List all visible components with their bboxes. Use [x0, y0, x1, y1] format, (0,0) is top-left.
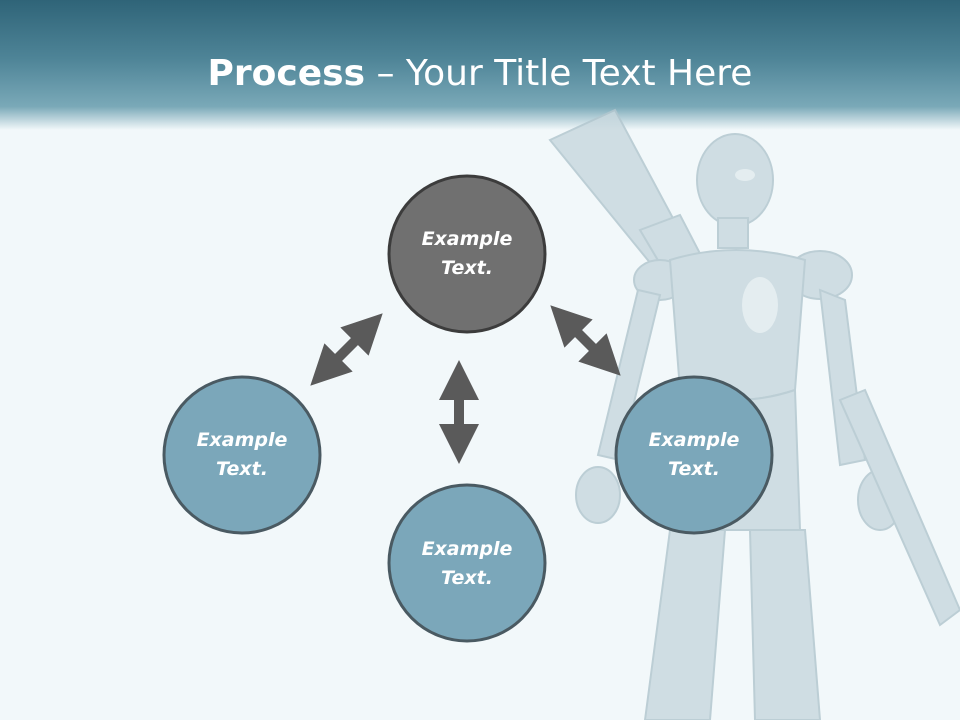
node-left-line2: Text. — [216, 458, 268, 480]
node-top-line1: Example — [421, 228, 513, 250]
title-bar — [0, 0, 960, 130]
node-bottom-circle — [387, 483, 547, 643]
arrow-top-right — [550, 305, 621, 376]
title-rest: – Your Title Text Here — [365, 53, 753, 94]
node-bottom-label: Example Text. — [392, 535, 542, 593]
node-right-circle — [614, 375, 774, 535]
node-right-line1: Example — [648, 429, 740, 451]
node-bottom-line2: Text. — [441, 567, 493, 589]
node-top-line2: Text. — [441, 257, 493, 279]
node-bottom-line1: Example — [421, 538, 513, 560]
slide-title: Process – Your Title Text Here — [0, 52, 960, 96]
title-bold: Process — [207, 53, 366, 94]
node-top-circle — [387, 174, 547, 334]
node-top-label: Example Text. — [392, 225, 542, 283]
node-left-label: Example Text. — [167, 426, 317, 484]
arrow-top-left — [310, 313, 383, 386]
node-right-line2: Text. — [668, 458, 720, 480]
node-left-line1: Example — [196, 429, 288, 451]
node-right-label: Example Text. — [619, 426, 769, 484]
node-left-circle — [162, 375, 322, 535]
